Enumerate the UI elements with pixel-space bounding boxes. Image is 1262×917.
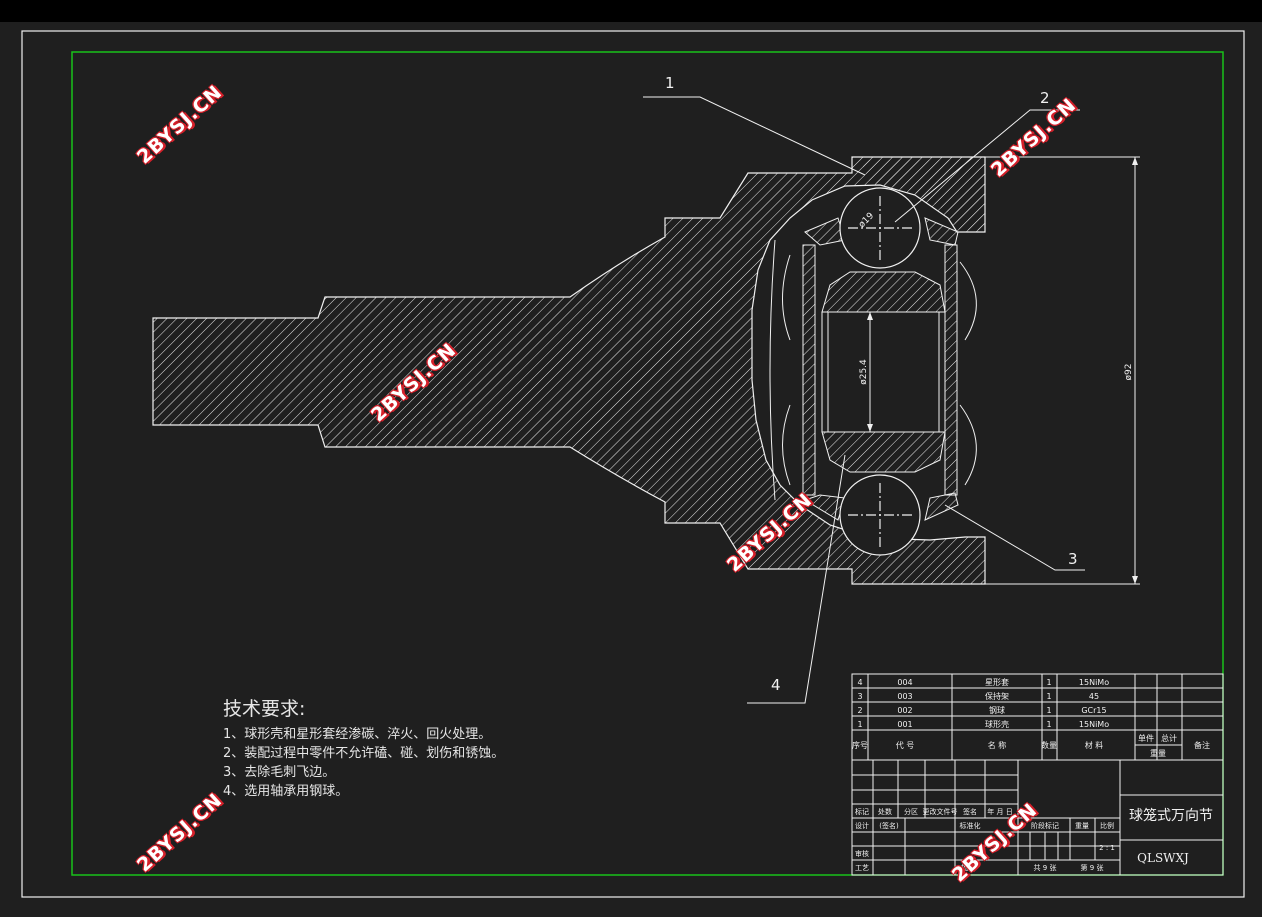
row-code: 003 bbox=[897, 692, 912, 701]
tech-item: 3、去除毛刺飞边。 bbox=[223, 765, 336, 780]
label-change-doc: 更改文件号 bbox=[923, 807, 958, 816]
callout-4: 4 bbox=[771, 676, 781, 694]
row-no: 2 bbox=[857, 706, 862, 715]
row-name: 球形壳 bbox=[985, 719, 1009, 729]
row-name: 星形套 bbox=[985, 677, 1009, 687]
header-no: 序号 bbox=[852, 740, 868, 750]
label-scale-value: 2 : 1 bbox=[1099, 844, 1115, 852]
row-qty: 1 bbox=[1046, 692, 1051, 701]
profile-outlines bbox=[769, 239, 977, 501]
label-design: 设计 bbox=[855, 821, 869, 830]
label-stage-mark: 阶段标记 bbox=[1031, 821, 1059, 830]
label-standardize: 标准化 bbox=[960, 821, 981, 830]
label-sheets: 共 9 张 bbox=[1034, 863, 1057, 872]
housing-section bbox=[152, 156, 986, 585]
label-mark: 标记 bbox=[855, 807, 869, 816]
cage-section bbox=[802, 217, 959, 521]
header-name: 名 称 bbox=[988, 740, 1007, 750]
callout-1: 1 bbox=[665, 74, 675, 92]
outer-border bbox=[21, 30, 1245, 898]
label-craft: 工艺 bbox=[855, 864, 869, 872]
row-no: 1 bbox=[857, 720, 862, 729]
row-name: 保持架 bbox=[985, 691, 1009, 701]
header-qty: 数量 bbox=[1041, 740, 1057, 750]
row-material: 15NiMo bbox=[1079, 678, 1109, 687]
header-remark: 备注 bbox=[1194, 740, 1210, 750]
inner-race-section bbox=[821, 271, 946, 473]
label-sheet-no: 第 9 张 bbox=[1081, 863, 1104, 872]
top-toolbar-strip bbox=[0, 0, 1262, 22]
header-weight: 重量 bbox=[1150, 748, 1166, 758]
header-code: 代 号 bbox=[896, 740, 915, 750]
row-qty: 1 bbox=[1046, 706, 1051, 715]
dimension-lines bbox=[869, 156, 1140, 585]
header-material: 材 料 bbox=[1085, 740, 1104, 750]
inner-border bbox=[71, 51, 1224, 876]
title-block-text: 标记 处数 分区 更改文件号 签名 年 月 日 设计 (签名) 标准化 阶段标记… bbox=[855, 807, 1115, 872]
row-name: 钢球 bbox=[989, 705, 1005, 715]
callout-3: 3 bbox=[1068, 550, 1078, 568]
steel-balls bbox=[839, 187, 921, 556]
row-code: 002 bbox=[897, 706, 912, 715]
parts-list-text: 4 004 星形套 1 15NiMo 3 003 保持架 1 45 2 002 … bbox=[852, 677, 1210, 758]
tech-title: 技术要求: bbox=[223, 698, 306, 720]
row-qty: 1 bbox=[1046, 720, 1051, 729]
row-material: GCr15 bbox=[1081, 706, 1106, 715]
tech-item: 1、球形壳和星形套经渗碳、淬火、回火处理。 bbox=[223, 727, 492, 742]
label-sign-date: (签名) bbox=[879, 821, 899, 830]
row-no: 4 bbox=[857, 678, 862, 687]
title-block-grid bbox=[851, 759, 1224, 876]
dim-outer: ø92 bbox=[1124, 364, 1134, 381]
label-signature: 签名 bbox=[963, 807, 977, 816]
row-material: 15NiMo bbox=[1079, 720, 1109, 729]
label-approve: 批准 bbox=[961, 863, 975, 872]
technical-requirements: 技术要求: 1、球形壳和星形套经渗碳、淬火、回火处理。 2、装配过程中零件不允许… bbox=[223, 694, 504, 801]
label-scale: 比例 bbox=[1100, 821, 1114, 830]
callout-2: 2 bbox=[1040, 89, 1050, 107]
drawing-code: QLSWXJ bbox=[1137, 851, 1189, 865]
row-qty: 1 bbox=[1046, 678, 1051, 687]
label-weight: 重量 bbox=[1075, 822, 1089, 830]
label-zone: 分区 bbox=[904, 807, 918, 816]
row-code: 004 bbox=[897, 678, 912, 687]
tech-item: 4、选用轴承用钢球。 bbox=[223, 784, 349, 799]
leader-lines bbox=[643, 96, 1085, 704]
dimension-arrows bbox=[867, 157, 1138, 584]
row-code: 001 bbox=[897, 720, 912, 729]
row-material: 45 bbox=[1089, 692, 1099, 701]
drawing-title: 球笼式万向节 bbox=[1129, 807, 1213, 824]
label-count: 处数 bbox=[878, 807, 892, 816]
header-unit: 单件 bbox=[1138, 733, 1154, 743]
dim-bore: ø25.4 bbox=[859, 359, 869, 385]
label-date: 年 月 日 bbox=[987, 807, 1012, 816]
tech-item: 2、装配过程中零件不允许磕、碰、划伤和锈蚀。 bbox=[223, 746, 505, 761]
row-no: 3 bbox=[857, 692, 862, 701]
header-total: 总计 bbox=[1161, 733, 1177, 743]
label-check: 审核 bbox=[855, 849, 869, 858]
